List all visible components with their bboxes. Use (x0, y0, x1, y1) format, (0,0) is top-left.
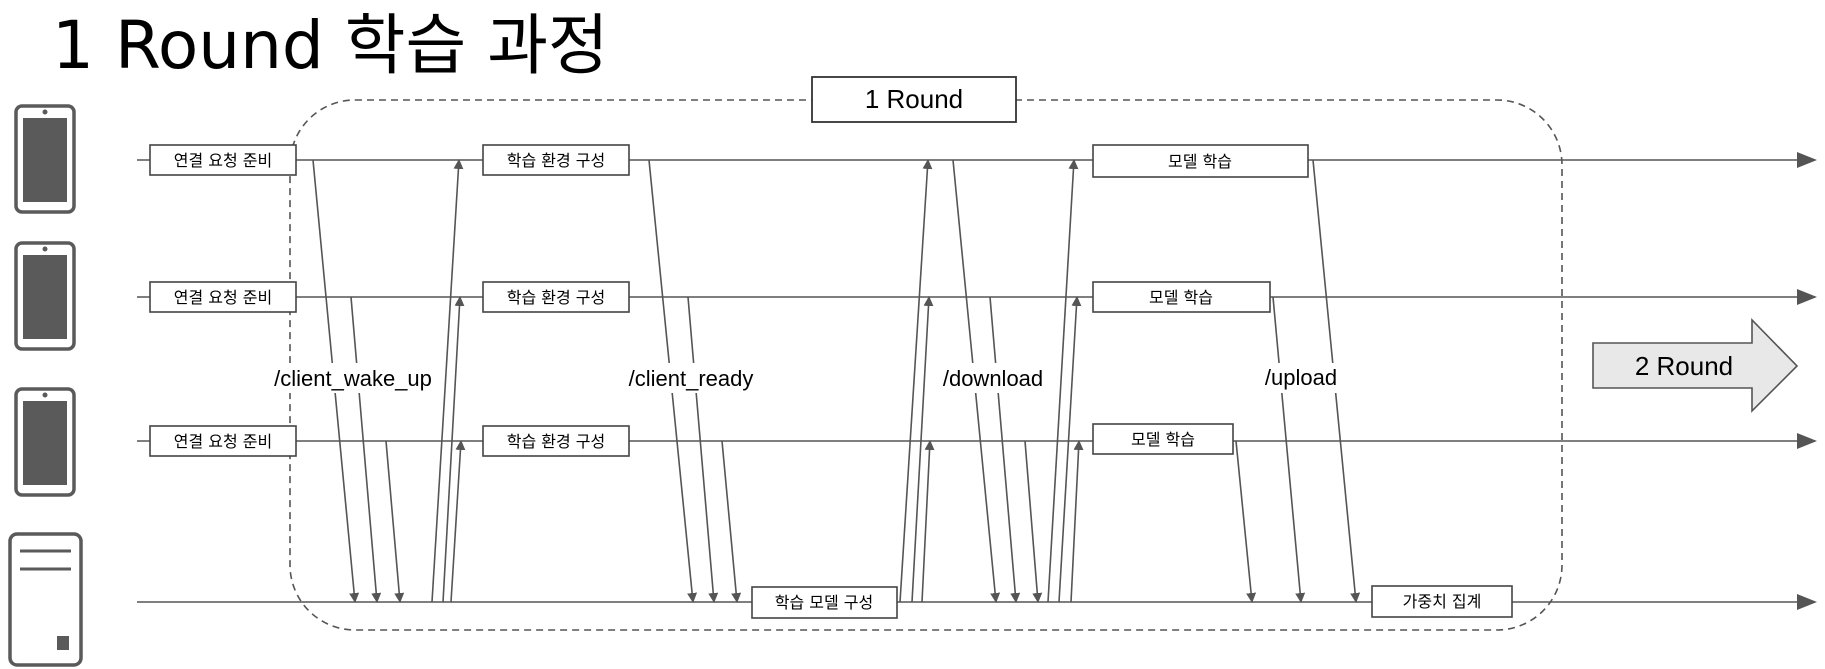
model-setup-label: 학습 모델 구성 (775, 593, 874, 612)
env-setup-box (482, 281, 630, 313)
model-setup-box (751, 586, 898, 619)
ready-arrow-2 (687, 296, 719, 603)
api-labels: /client_wake_up /client_ready /download … (274, 363, 1339, 393)
download-response-2 (1058, 296, 1082, 603)
connect-prepare-label: 연결 요청 준비 (174, 151, 273, 170)
server-response-1 (899, 159, 933, 603)
env-setup-label: 학습 환경 구성 (507, 151, 606, 170)
api-label-client-wake-up: /client_wake_up (274, 366, 432, 391)
timelines (137, 152, 1817, 610)
env-setup-label: 학습 환경 구성 (507, 432, 606, 451)
wake-up-response-1 (431, 159, 464, 603)
download-arrow-2 (989, 296, 1021, 603)
smartphone-icon (14, 387, 76, 497)
server-icon (8, 532, 83, 667)
download-response-1 (1047, 159, 1079, 603)
wake-up-arrow-3 (385, 440, 405, 603)
next-round-label: 2 Round (1635, 351, 1733, 381)
next-round-arrow (1592, 318, 1799, 413)
upload-arrow-3 (1235, 440, 1257, 603)
smartphone-icon (14, 104, 76, 214)
weight-aggregation-box (1371, 585, 1513, 618)
download-response-3 (1070, 440, 1084, 603)
model-training-label: 모델 학습 (1168, 152, 1232, 171)
api-label-download: /download (943, 366, 1043, 391)
page-title: 1 Round 학습 과정 (52, 7, 609, 84)
weight-aggregation-label: 가중치 집계 (1403, 592, 1482, 611)
model-training-box (1092, 281, 1271, 313)
connect-prepare-box (149, 144, 297, 176)
model-training-box (1092, 423, 1234, 455)
env-setup-label: 학습 환경 구성 (507, 288, 606, 307)
server-response-3 (921, 440, 935, 603)
model-training-label: 모델 학습 (1131, 430, 1195, 449)
api-label-client-ready: /client_ready (629, 366, 754, 391)
download-arrow-3 (1024, 440, 1043, 603)
round-label: 1 Round (865, 84, 963, 114)
smartphone-icon (14, 241, 76, 351)
connect-prepare-label: 연결 요청 준비 (174, 288, 273, 307)
server-stages: 학습 모델 구성 가중치 집계 (751, 585, 1513, 619)
env-setup-box (482, 425, 630, 457)
connect-prepare-label: 연결 요청 준비 (174, 432, 273, 451)
client-2-stages: 연결 요청 준비 학습 환경 구성 모델 학습 (149, 281, 1271, 313)
model-training-box (1092, 144, 1309, 178)
ready-arrow-3 (721, 440, 742, 603)
connect-prepare-box (149, 425, 297, 457)
server-response-2 (911, 296, 934, 603)
env-setup-box (482, 144, 630, 176)
client-1-stages: 연결 요청 준비 학습 환경 구성 모델 학습 (149, 144, 1309, 178)
wake-up-arrow-2 (350, 296, 382, 603)
client-3-stages: 연결 요청 준비 학습 환경 구성 모델 학습 (149, 423, 1234, 457)
wake-up-response-3 (450, 440, 466, 603)
connect-prepare-box (149, 281, 297, 313)
model-training-label: 모델 학습 (1149, 288, 1213, 307)
message-arrows (312, 159, 1361, 603)
upload-arrow-2 (1272, 296, 1306, 603)
api-label-upload: /upload (1265, 365, 1337, 390)
wake-up-response-2 (442, 296, 465, 603)
round-label-box (811, 76, 1017, 123)
